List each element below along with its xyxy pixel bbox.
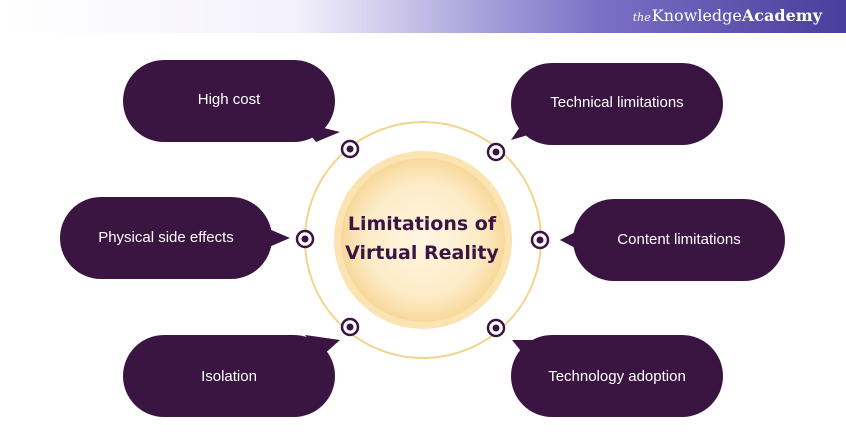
bubble-technology-adoption xyxy=(511,335,723,417)
header-bar: theKnowledgeAcademy xyxy=(0,0,846,33)
connector-dot-physical-side-effects xyxy=(295,229,315,249)
center-title: Limitations of Virtual Reality xyxy=(332,210,512,268)
connector-dot-technology-adoption xyxy=(486,318,506,338)
connector-dot-content-limitations xyxy=(530,230,550,250)
center-title-line2: Virtual Reality xyxy=(345,242,499,264)
connector-dot-technical-limitations xyxy=(486,142,506,162)
label-isolation: Isolation xyxy=(201,368,257,385)
label-technology-adoption: Technology adoption xyxy=(548,368,686,385)
brand-logo: theKnowledgeAcademy xyxy=(632,6,822,25)
connector-dot-isolation xyxy=(340,317,360,337)
center-title-line1: Limitations of xyxy=(347,213,497,235)
bubble-high-cost xyxy=(123,60,340,142)
label-high-cost: High cost xyxy=(197,91,261,108)
label-content-limitations: Content limitations xyxy=(617,231,741,248)
bubble-physical-side-effects xyxy=(60,197,290,279)
bubble-isolation xyxy=(123,335,340,417)
label-physical-side-effects: Physical side effects xyxy=(98,229,234,246)
label-technical-limitations: Technical limitations xyxy=(550,94,684,111)
bubble-technical-limitations xyxy=(511,63,723,145)
center-circle xyxy=(341,158,505,322)
connector-dot-high-cost xyxy=(340,139,360,159)
bubble-content-limitations xyxy=(560,199,785,281)
